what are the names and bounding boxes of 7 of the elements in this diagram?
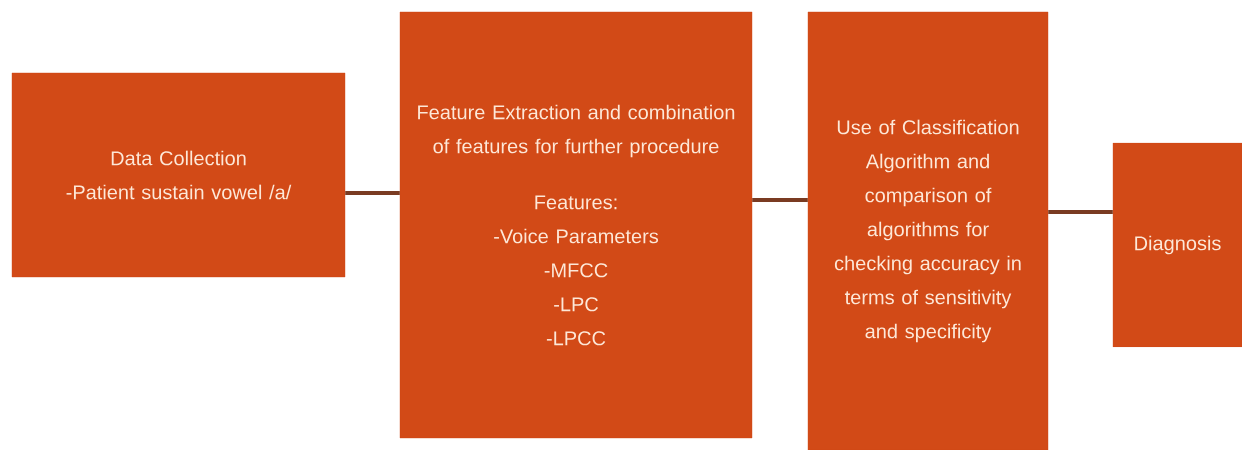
process-box: Feature Extraction and combination of features for further procedure Features: -Voice Parameters -MFCC -LPC -LPCC	[399, 11, 753, 439]
connector-line	[752, 198, 808, 202]
process-box: Use of Classification Algorithm and comparison of algorithms for checking accuracy in terms of sensitivity and specificity	[807, 11, 1049, 450]
connector-line	[345, 191, 400, 195]
connector-line	[1048, 210, 1113, 214]
process-box: Data Collection -Patient sustain vowel /a/	[11, 72, 346, 278]
process-box: Diagnosis	[1112, 142, 1242, 348]
